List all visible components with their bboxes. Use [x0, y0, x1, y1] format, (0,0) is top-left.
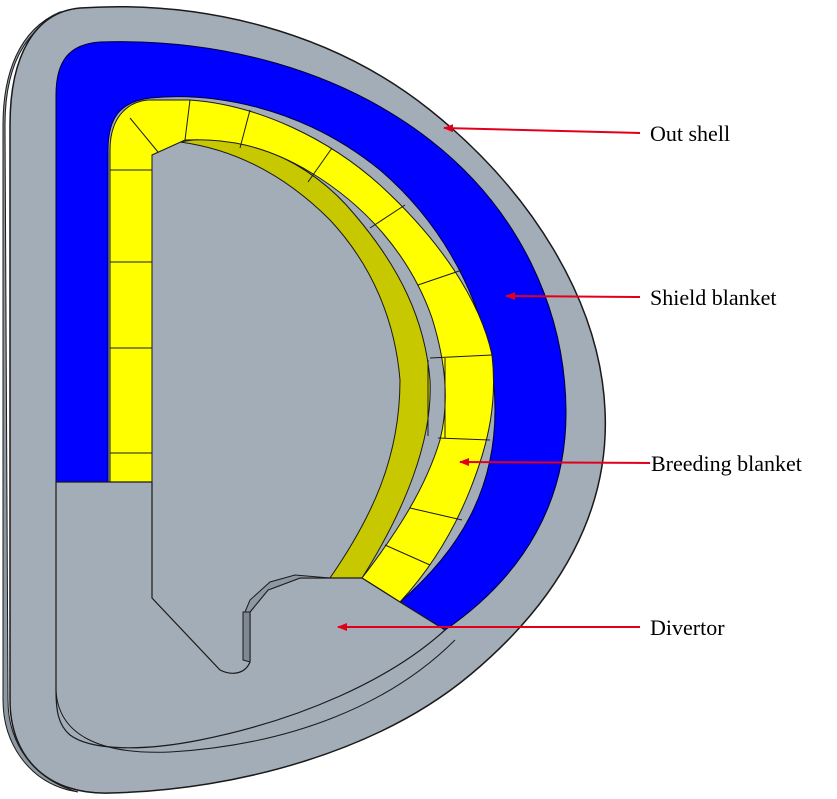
arrow-breeding-blanket — [459, 458, 651, 467]
arrow-shield-blanket — [505, 292, 641, 301]
label-breeding-blanket: Breeding blanket — [651, 451, 802, 476]
shield-blanket — [55, 41, 567, 631]
breeding-blanket-segment-lines — [110, 99, 493, 566]
breeding-blanket — [109, 99, 494, 603]
callout-shield-blanket: Shield blanket — [505, 285, 776, 310]
label-shield-blanket: Shield blanket — [650, 285, 776, 310]
arrow-out-shell — [443, 124, 641, 134]
out-shell-inner-groove — [55, 639, 456, 753]
divertor — [55, 481, 456, 753]
label-out-shell: Out shell — [650, 121, 730, 146]
callout-out-shell: Out shell — [443, 121, 730, 146]
divertor-dome-step — [244, 574, 331, 613]
label-divertor: Divertor — [650, 615, 725, 640]
callout-breeding-blanket: Breeding blanket — [459, 451, 802, 476]
divertor-notch-wall — [242, 611, 251, 663]
breeding-blanket-face — [109, 99, 494, 603]
callout-divertor: Divertor — [337, 615, 725, 640]
